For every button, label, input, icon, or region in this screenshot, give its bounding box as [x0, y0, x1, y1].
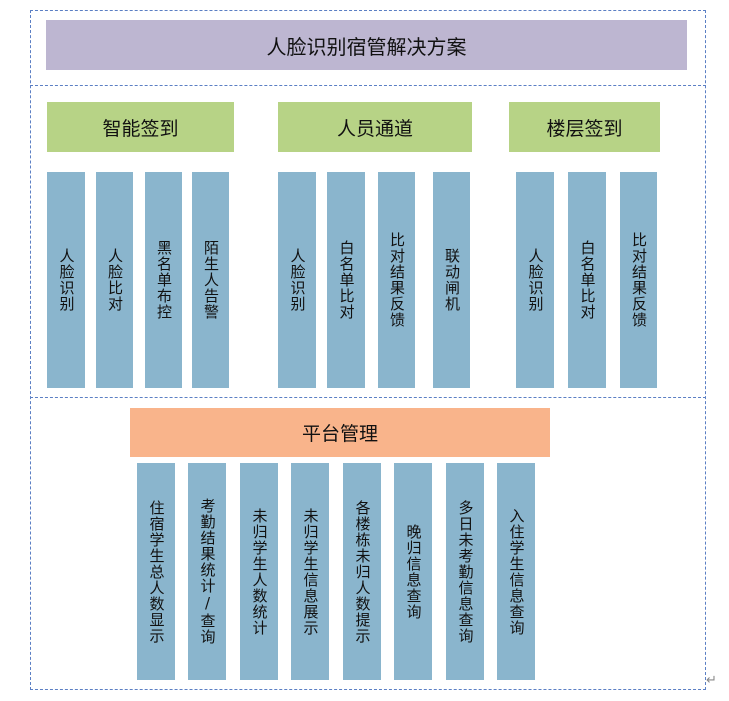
divider-top — [30, 85, 706, 86]
feature-label: 陌生人告警 — [202, 240, 220, 320]
section-header-floor-checkin: 楼层签到 — [509, 102, 660, 152]
feature-label: 考勤结果统计/查询 — [198, 498, 217, 645]
feature-label: 人脸识别 — [526, 248, 545, 312]
feature-box: 黑名单布控 — [145, 172, 182, 388]
feature-box: 未归学生信息展示 — [291, 463, 329, 680]
feature-label: 联动闸机 — [443, 248, 461, 312]
feature-box: 人脸识别 — [516, 172, 554, 388]
feature-label: 住宿学生总人数显示 — [147, 499, 166, 644]
feature-box: 陌生人告警 — [192, 172, 229, 388]
feature-box: 多日未考勤信息查询 — [446, 463, 484, 680]
feature-label: 未归学生人数统计 — [250, 507, 269, 636]
feature-box: 晚归信息查询 — [394, 463, 432, 680]
feature-label: 人脸识别 — [288, 248, 307, 312]
feature-box: 比对结果反馈 — [378, 172, 415, 388]
feature-label: 多日未考勤信息查询 — [456, 499, 475, 644]
feature-box: 人脸比对 — [96, 172, 133, 388]
section-header-platform-management: 平台管理 — [130, 408, 550, 457]
outer-frame — [30, 10, 706, 690]
feature-box: 人脸识别 — [47, 172, 85, 388]
feature-box: 白名单比对 — [327, 172, 365, 388]
feature-label: 晚归信息查询 — [404, 523, 423, 620]
feature-box: 住宿学生总人数显示 — [137, 463, 175, 680]
feature-label: 黑名单布控 — [155, 240, 173, 320]
feature-box: 考勤结果统计/查询 — [188, 463, 226, 680]
feature-box: 入住学生信息查询 — [497, 463, 535, 680]
solution-title: 人脸识别宿管解决方案 — [46, 20, 687, 70]
feature-box: 人脸识别 — [278, 172, 316, 388]
feature-label: 人脸比对 — [106, 248, 124, 312]
feature-label: 比对结果反馈 — [630, 232, 648, 328]
feature-label: 未归学生信息展示 — [301, 507, 320, 636]
section-header-smart-checkin: 智能签到 — [47, 102, 234, 152]
feature-label: 比对结果反馈 — [388, 232, 406, 328]
divider-middle — [30, 397, 706, 398]
section-header-personnel-passage: 人员通道 — [278, 102, 472, 152]
feature-label: 入住学生信息查询 — [507, 507, 526, 636]
feature-box: 联动闸机 — [433, 172, 470, 388]
feature-label: 白名单比对 — [337, 240, 356, 320]
feature-label: 人脸识别 — [57, 248, 76, 312]
feature-box: 白名单比对 — [568, 172, 606, 388]
paragraph-return-mark: ↵ — [706, 673, 717, 688]
feature-box: 未归学生人数统计 — [240, 463, 278, 680]
feature-box: 比对结果反馈 — [620, 172, 657, 388]
feature-box: 各楼栋未归人数提示 — [343, 463, 381, 680]
feature-label: 白名单比对 — [578, 240, 597, 320]
feature-label: 各楼栋未归人数提示 — [353, 499, 372, 644]
